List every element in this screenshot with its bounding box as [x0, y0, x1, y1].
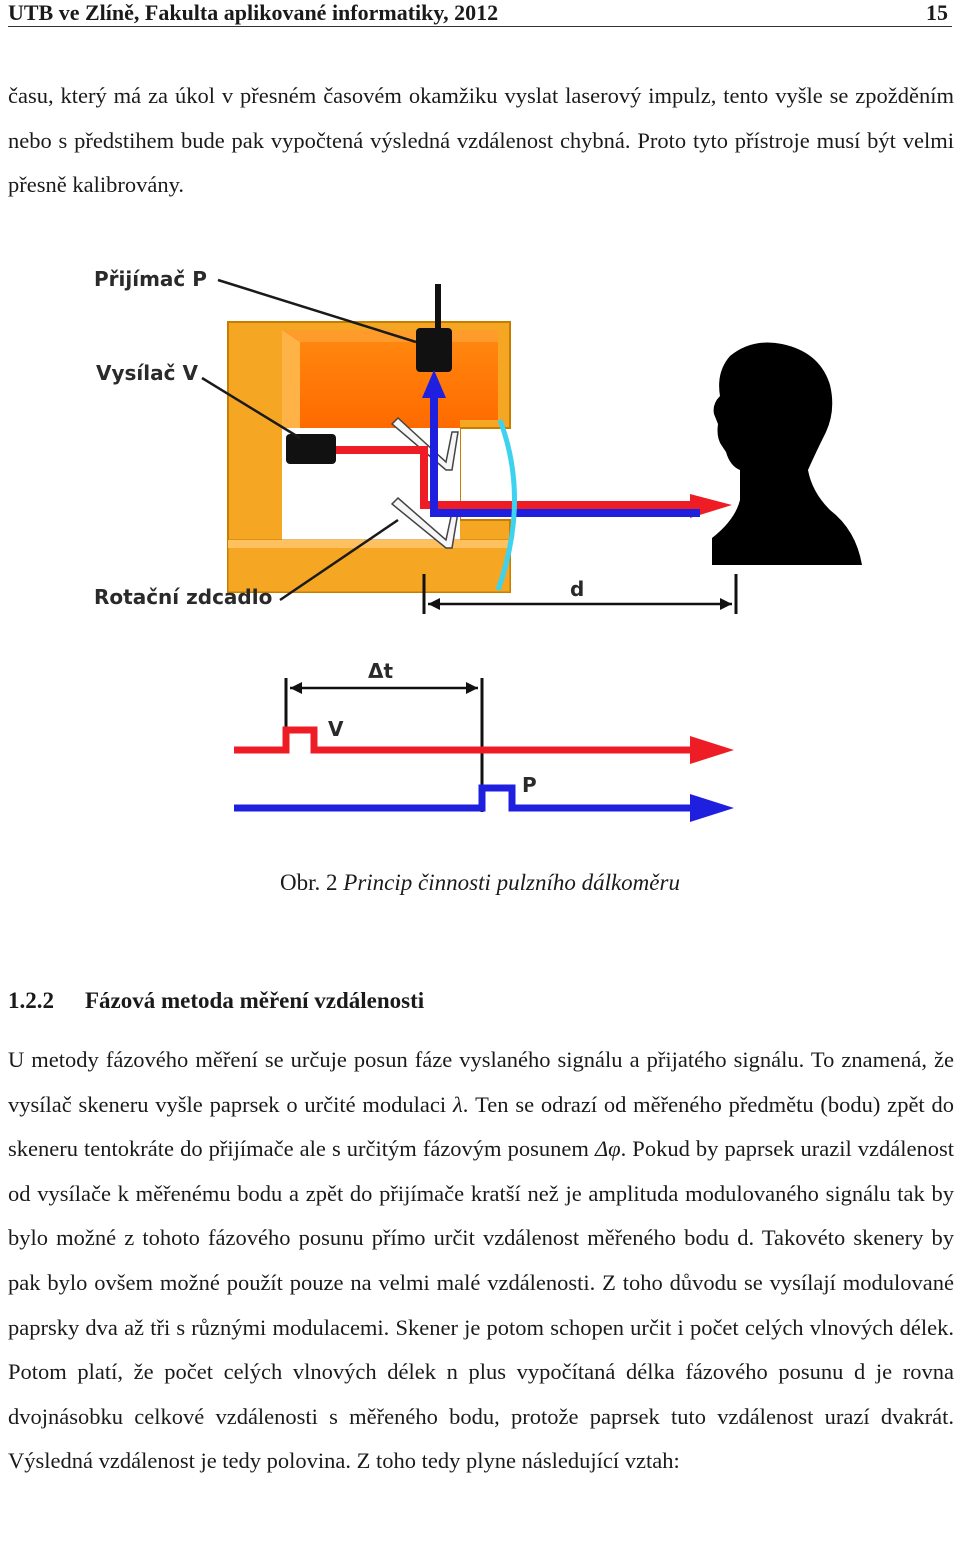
signal-p-line [234, 784, 700, 812]
receive-beam-arrow [422, 370, 446, 398]
lens-arc [495, 419, 517, 591]
paragraph2-part2: . Ten se odrazí od měřeného předmětu (bo… [8, 1091, 954, 1162]
diagram-svg: Přijímač P Vysílač V Rotační zdcadlo d Δ… [94, 267, 862, 822]
distance-dimension [422, 574, 738, 614]
figure-pulse-rangefinder: Přijímač P Vysílač V Rotační zdcadlo d Δ… [0, 240, 960, 840]
transmit-beam-arrow [690, 494, 732, 518]
label-receiver: Přijímač P [94, 267, 207, 291]
receive-beam [430, 395, 700, 517]
lambda-symbol: λ [452, 1091, 463, 1117]
page-header: UTB ve Zlíně, Fakulta aplikované informa… [8, 0, 952, 27]
label-delta-t: Δt [368, 659, 393, 683]
scanner-housing [227, 321, 511, 593]
section-number: 1.2.2 [8, 988, 54, 1013]
signal-v-line [234, 726, 700, 754]
label-transmitter: Vysílač V [96, 361, 198, 385]
figure-caption: Obr. 2 Princip činnosti pulzního dálkomě… [0, 870, 960, 896]
transmit-beam [336, 446, 700, 509]
caption-text: Princip činnosti pulzního dálkoměru [343, 870, 680, 895]
paragraph2-part3: . Pokud by paprsek urazil vzdálenost od … [8, 1136, 955, 1474]
paragraph2-part1: U metody fázového měření se určuje posun… [8, 1047, 954, 1117]
label-signal-p: P [522, 773, 537, 797]
paragraph-phase-method: U metody fázového měření se určuje posun… [8, 1038, 954, 1484]
section-heading: 1.2.2 Fázová metoda měření vzdálenosti [8, 988, 424, 1014]
antenna [435, 284, 441, 330]
section-title: Fázová metoda měření vzdálenosti [85, 988, 425, 1013]
paragraph-intro: času, který má za úkol v přesném časovém… [8, 83, 954, 198]
receiver-unit [416, 328, 452, 372]
page-number: 15 [926, 0, 948, 25]
label-signal-v: V [328, 717, 344, 741]
timing-diagram [234, 678, 734, 822]
head-silhouette [712, 342, 862, 565]
header-title: UTB ve Zlíně, Fakulta aplikované informa… [8, 0, 499, 25]
phi-symbol: Δφ [594, 1136, 621, 1162]
transmitter-unit [286, 434, 336, 464]
caption-label: Obr. 2 [280, 870, 338, 895]
label-mirror: Rotační zdcadlo [94, 585, 272, 609]
label-distance: d [570, 577, 584, 601]
rotating-mirror [390, 416, 459, 549]
